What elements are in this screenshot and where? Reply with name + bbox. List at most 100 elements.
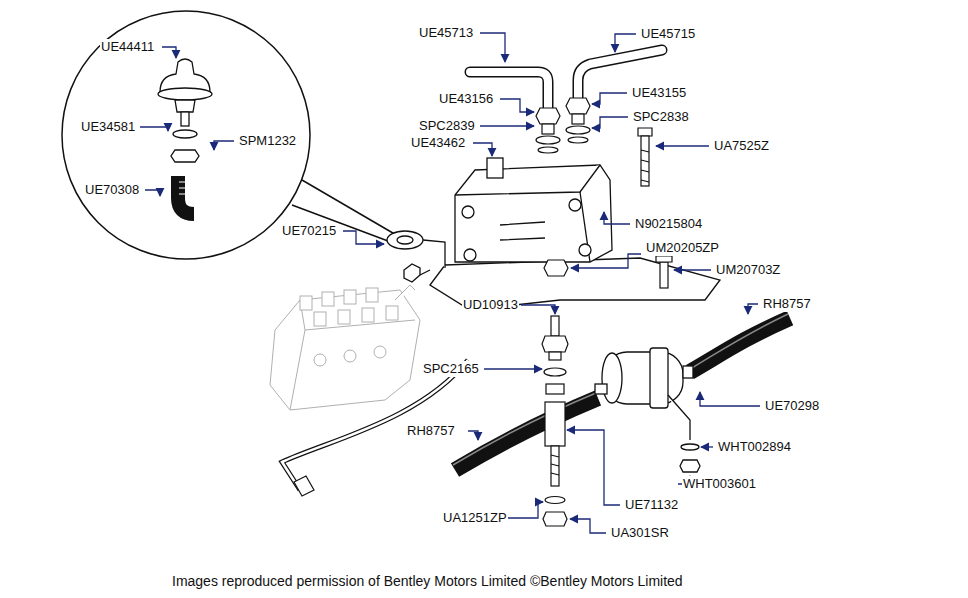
fittings-part — [638, 128, 652, 136]
diaphragm-valve-part — [173, 130, 197, 138]
part-number: SPC2838 — [632, 109, 690, 125]
distributor-ghost — [270, 285, 420, 410]
part-number: UA301SR — [610, 525, 670, 541]
distributor-ghost-part — [366, 288, 378, 302]
fuel-pump-part — [602, 353, 622, 403]
fittings-part — [572, 114, 584, 124]
part-number: SPC2165 — [422, 361, 480, 377]
leader-line — [480, 125, 534, 126]
distributor-ghost-part — [344, 290, 356, 304]
part-number: UE71132 — [624, 497, 679, 513]
fittings-part — [536, 108, 560, 124]
leader-line — [701, 446, 713, 447]
part-number: UE70215 — [281, 223, 337, 239]
part-number: SPC2839 — [418, 118, 476, 134]
leader-line — [468, 431, 478, 440]
mounting-stud-part — [545, 497, 565, 504]
mounting-stud-part — [545, 402, 565, 446]
hoses-part — [690, 318, 790, 372]
part-number: WHT002894 — [717, 439, 792, 455]
leader-line — [214, 141, 234, 150]
part-number: RH8757 — [406, 423, 456, 439]
mounting-stud-part — [544, 368, 566, 376]
mounting-stud — [542, 316, 568, 526]
hoses-part — [453, 393, 596, 465]
part-number: UD10913 — [462, 297, 519, 313]
fuel-pipe-part — [282, 360, 468, 490]
distributor-ghost-part — [270, 290, 420, 410]
control-unit-part — [580, 192, 590, 262]
leader-line — [343, 231, 384, 244]
mounting-stud-part — [551, 316, 559, 336]
leader-lines — [140, 33, 760, 533]
part-number: UA1251ZP — [442, 510, 508, 526]
diaphragm-valve-part — [171, 150, 199, 162]
fuel-pipe-part — [282, 360, 468, 490]
leader-line — [140, 127, 168, 131]
distributor-ghost-part — [338, 310, 350, 324]
leader-line — [700, 392, 760, 406]
part-number: UE70308 — [84, 182, 140, 198]
fittings-part — [538, 147, 558, 153]
diaphragm-valve-part — [178, 176, 194, 214]
part-number: WHT003601 — [682, 476, 757, 492]
part-number: UM20703Z — [715, 262, 781, 278]
distributor-ghost-part — [362, 308, 374, 322]
distributor-ghost-part — [314, 312, 326, 326]
fuel-pump-part — [668, 395, 690, 440]
part-number: N90215804 — [634, 216, 703, 232]
leader-line — [145, 190, 160, 196]
leader-line — [521, 305, 555, 314]
control-unit-part — [397, 236, 413, 244]
leader-line — [615, 34, 636, 52]
control-unit-part — [423, 240, 445, 268]
detail-callout-part — [62, 11, 310, 259]
part-number: UE43155 — [631, 85, 687, 101]
distributor-ghost-part — [395, 285, 415, 300]
fittings-part — [566, 98, 590, 114]
fittings-part — [641, 150, 649, 182]
control-unit-part — [487, 158, 503, 178]
part-number: UE45713 — [418, 25, 474, 41]
leader-line — [567, 430, 620, 505]
leader-line — [592, 93, 627, 104]
leader-line — [162, 47, 176, 58]
control-unit-part — [500, 222, 545, 240]
control-unit-part — [464, 249, 476, 261]
copyright-caption: Images reproduced permission of Bentley … — [172, 572, 683, 590]
mounting-stud-part — [551, 446, 559, 486]
control-unit — [387, 158, 720, 310]
fuel-pump — [595, 348, 700, 472]
fittings-part — [656, 256, 672, 262]
leader-line — [500, 99, 534, 112]
fuel-pipe — [282, 360, 468, 496]
distributor-ghost-part — [290, 330, 305, 410]
part-number: UA7525Z — [713, 138, 770, 154]
leader-line — [748, 304, 758, 314]
distributor-ghost-part — [322, 292, 334, 306]
distributor-ghost-part — [300, 300, 415, 330]
control-unit-part — [404, 264, 420, 282]
mounting-stud-part — [546, 384, 564, 394]
fittings-part — [641, 136, 649, 186]
control-unit-part — [387, 231, 423, 249]
leader-line — [504, 502, 543, 518]
part-number: UE70298 — [764, 398, 820, 414]
part-number: SPM1232 — [238, 133, 297, 149]
leader-line — [592, 117, 628, 128]
leader-line — [656, 145, 709, 146]
control-unit-part — [579, 244, 591, 256]
leader-line — [480, 33, 505, 62]
leader-line — [473, 143, 492, 156]
leader-line — [674, 269, 711, 270]
detail-callout — [62, 11, 398, 259]
control-unit-part — [455, 165, 600, 195]
mounting-stud-part — [549, 352, 561, 360]
part-number: UE43156 — [438, 91, 494, 107]
distributor-ghost-part — [344, 350, 356, 362]
mounting-stud-part — [542, 336, 568, 352]
fittings — [536, 98, 672, 288]
fuel-pump-part — [681, 444, 699, 450]
leader-line — [484, 368, 542, 369]
diaphragm-valve-part — [160, 59, 210, 92]
